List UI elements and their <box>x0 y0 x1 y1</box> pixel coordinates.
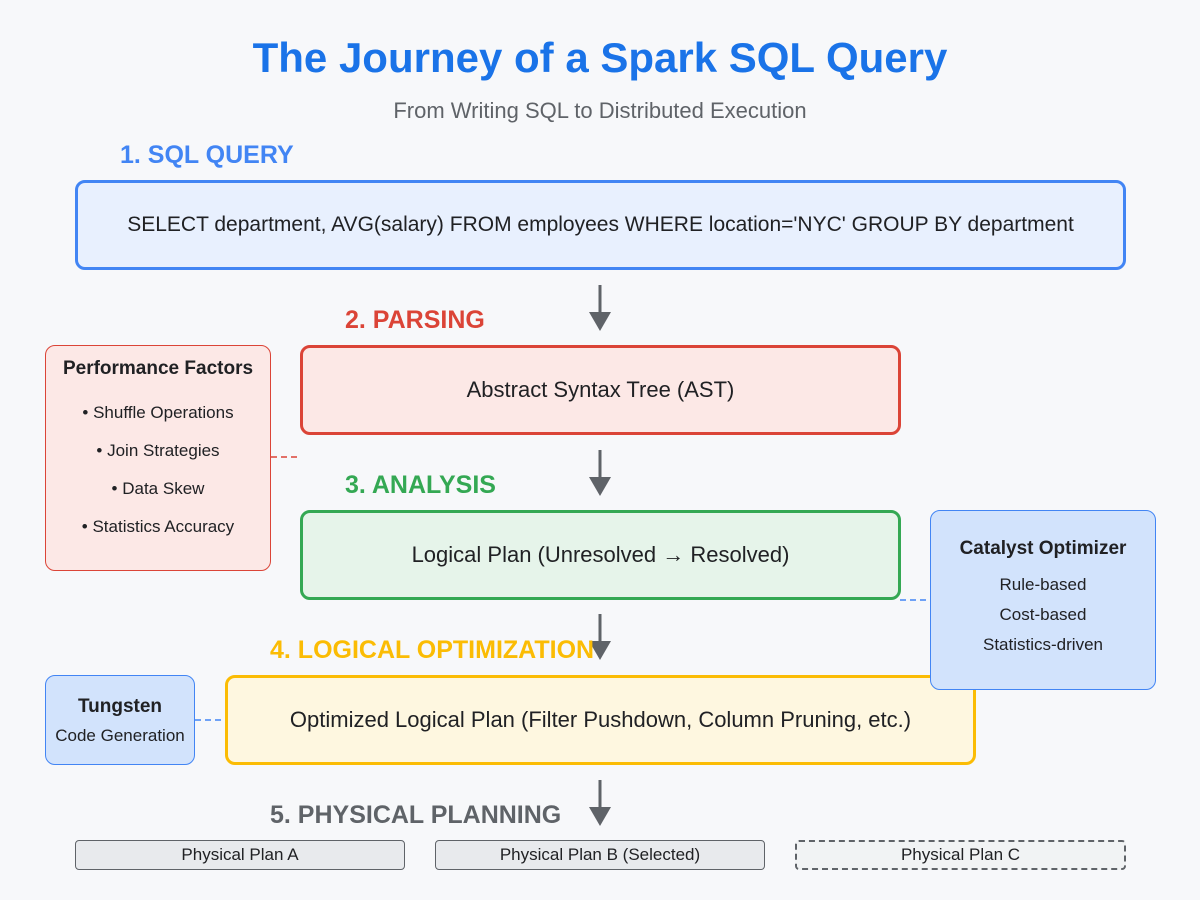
physical-plan-a: Physical Plan A <box>75 840 405 870</box>
diagram-title: The Journey of a Spark SQL Query <box>252 34 948 81</box>
stage-label-physical-planning: 5. PHYSICAL PLANNING <box>270 801 562 829</box>
catalyst-optimizer-item: Cost-based <box>999 605 1087 624</box>
performance-factors-panel: Performance Factors • Shuffle Operations… <box>45 345 271 571</box>
performance-factor-item: • Data Skew <box>111 479 205 498</box>
performance-factor-item: • Shuffle Operations <box>82 403 234 422</box>
sql-query-text: SELECT department, AVG(salary) FROM empl… <box>127 213 1074 236</box>
diagram-subtitle: From Writing SQL to Distributed Executio… <box>393 98 807 123</box>
physical-plan-b-selected: Physical Plan B (Selected) <box>435 840 765 870</box>
analysis-box: Logical Plan (Unresolved → Resolved) <box>300 510 901 600</box>
tungsten-item: Code Generation <box>55 726 185 745</box>
stage-label-parsing: 2. PARSING <box>345 306 485 334</box>
catalyst-optimizer-title: Catalyst Optimizer <box>959 538 1127 559</box>
analysis-text: Logical Plan (Unresolved → Resolved) <box>411 542 790 567</box>
performance-factors-title: Performance Factors <box>62 358 254 379</box>
catalyst-optimizer-item: Statistics-driven <box>983 635 1103 654</box>
logical-optimization-box: Optimized Logical Plan (Filter Pushdown,… <box>225 675 976 765</box>
catalyst-optimizer-item: Rule-based <box>999 575 1087 594</box>
arrow-optimization-to-physical <box>589 780 611 826</box>
sql-query-box: SELECT department, AVG(salary) FROM empl… <box>75 180 1126 270</box>
stage-label-analysis: 3. ANALYSIS <box>345 471 496 499</box>
physical-plan-c: Physical Plan C <box>795 840 1126 870</box>
tungsten-panel: Tungsten Code Generation <box>45 675 195 765</box>
arrow-parsing-to-analysis <box>589 450 611 496</box>
stage-label-sql-query: 1. SQL QUERY <box>120 141 294 169</box>
logical-optimization-text: Optimized Logical Plan (Filter Pushdown,… <box>289 707 912 732</box>
catalyst-optimizer-panel: Catalyst Optimizer Rule-based Cost-based… <box>930 510 1156 690</box>
performance-factor-item: • Join Strategies <box>96 441 220 460</box>
parsing-box: Abstract Syntax Tree (AST) <box>300 345 901 435</box>
stage-label-logical-optimization: 4. LOGICAL OPTIMIZATION <box>270 636 595 664</box>
arrow-query-to-parsing <box>589 285 611 331</box>
arrow-analysis-to-optimization <box>589 614 611 660</box>
performance-factor-item: • Statistics Accuracy <box>81 517 235 536</box>
tungsten-title: Tungsten <box>77 696 163 717</box>
parsing-text: Abstract Syntax Tree (AST) <box>466 377 735 402</box>
